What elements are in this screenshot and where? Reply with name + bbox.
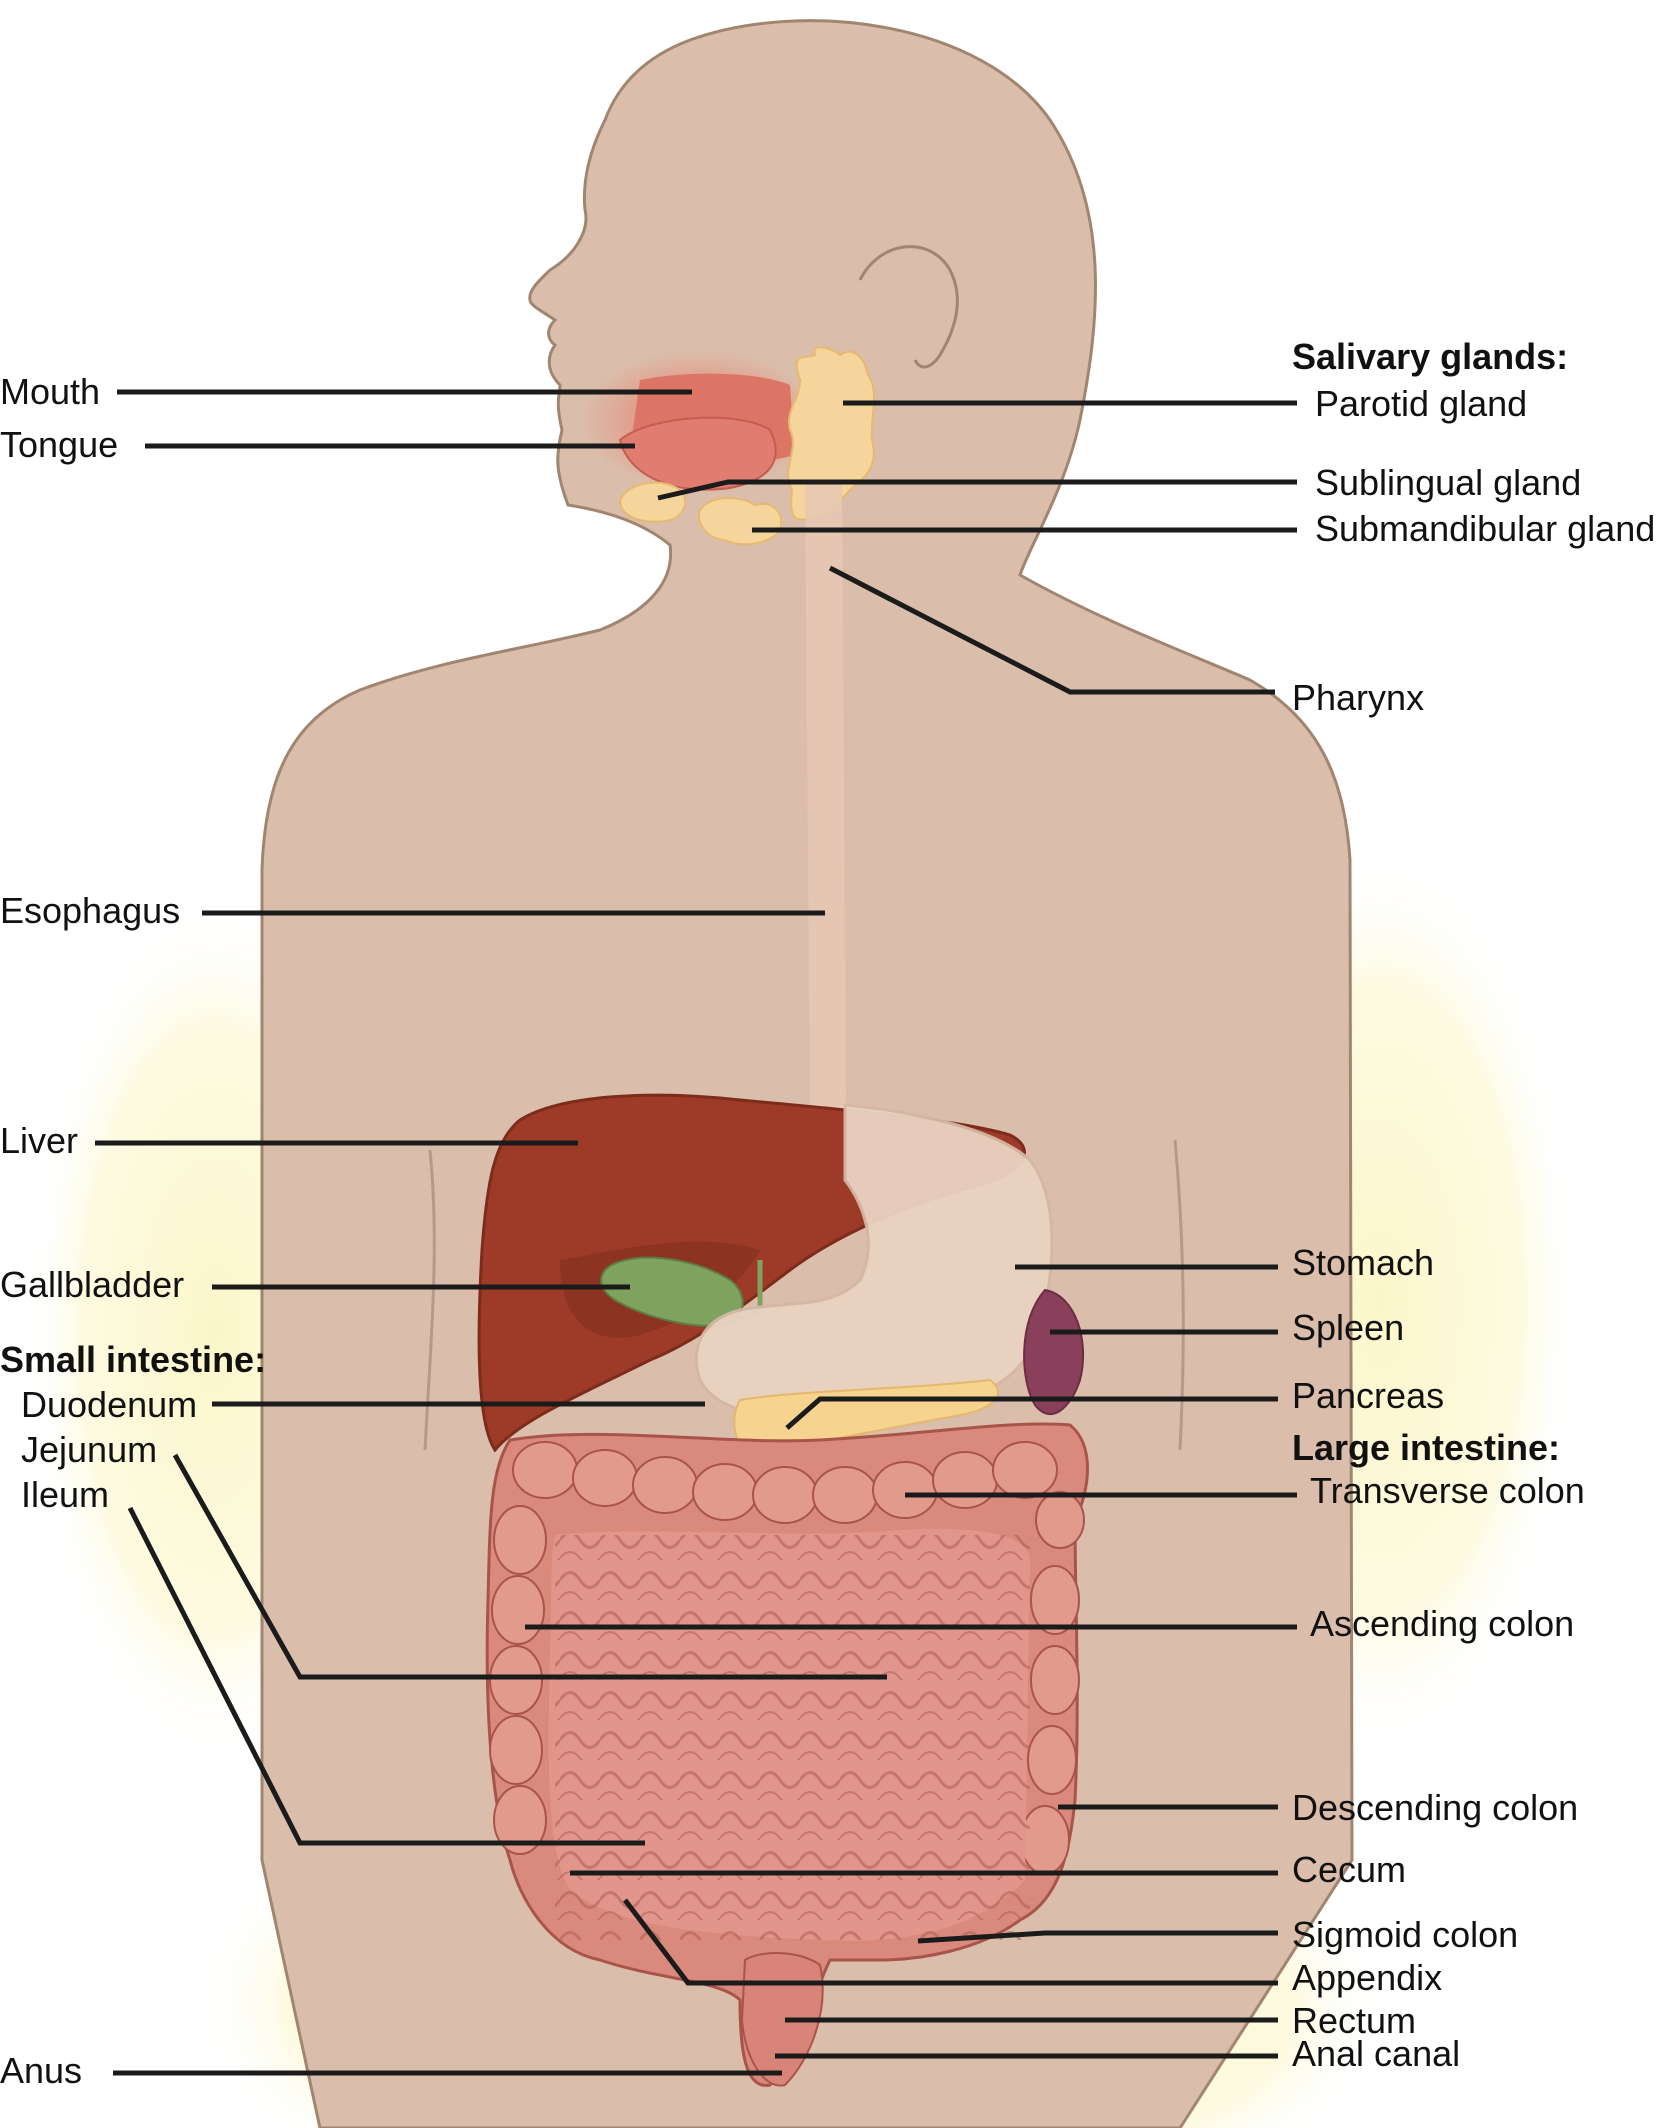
label-parotid-gland: Parotid gland (1315, 383, 1528, 424)
label-appendix: Appendix (1292, 1957, 1443, 1998)
label-submandibular-gland: Submandibular gland (1315, 508, 1656, 549)
ear (858, 245, 959, 369)
leader-ileum (127, 1506, 645, 1846)
label-sigmoid-colon: Sigmoid colon (1292, 1914, 1519, 1955)
leader-pharynx (828, 565, 1275, 695)
label-stomach: Stomach (1292, 1242, 1435, 1283)
label-spleen: Spleen (1292, 1307, 1405, 1348)
label-ileum: Ileum (21, 1474, 110, 1515)
label-anal-canal: Anal canal (1292, 2033, 1461, 2074)
leader-pancreas (785, 1396, 1278, 1430)
label-jejunum: Jejunum (21, 1429, 158, 1470)
salivary-glands (618, 346, 875, 546)
label-transverse-colon: Transverse colon (1310, 1470, 1585, 1511)
label-liver: Liver (0, 1120, 79, 1161)
label-descending-colon: Descending colon (1292, 1787, 1579, 1828)
esophagus (805, 480, 846, 1110)
small-intestine-texture (555, 1535, 1030, 1940)
leader-lines (95, 389, 1297, 2076)
label-cecum: Cecum (1292, 1849, 1407, 1890)
waist-left-line (423, 1149, 436, 1451)
label-pharynx: Pharynx (1292, 677, 1425, 718)
label-mouth: Mouth (0, 371, 101, 412)
leader-sigmoid-colon (917, 1930, 1278, 1944)
spleen (1023, 1288, 1085, 1416)
colon-haustra (489, 1441, 1085, 1875)
heading-large-intestine: Large intestine: (1292, 1427, 1561, 1468)
label-rectum: Rectum (1292, 2000, 1417, 2041)
leader-appendix (623, 1898, 1278, 1986)
label-tongue: Tongue (0, 424, 119, 465)
label-sublingual-gland: Sublingual gland (1315, 462, 1582, 503)
label-gallbladder: Gallbladder (0, 1264, 185, 1305)
label-ascending-colon: Ascending colon (1310, 1603, 1575, 1644)
label-pancreas: Pancreas (1292, 1375, 1445, 1416)
heading-small-intestine: Small intestine: (0, 1339, 267, 1380)
heading-salivary-glands: Salivary glands: (1292, 336, 1569, 377)
leader-jejunum (172, 1453, 887, 1680)
tongue (618, 416, 777, 491)
waist-right-line (1173, 1139, 1185, 1451)
label-anus: Anus (0, 2050, 83, 2091)
label-esophagus: Esophagus (0, 890, 181, 931)
rectum (740, 1952, 824, 2087)
leader-sublingual (657, 479, 1297, 501)
label-duodenum: Duodenum (21, 1384, 198, 1425)
